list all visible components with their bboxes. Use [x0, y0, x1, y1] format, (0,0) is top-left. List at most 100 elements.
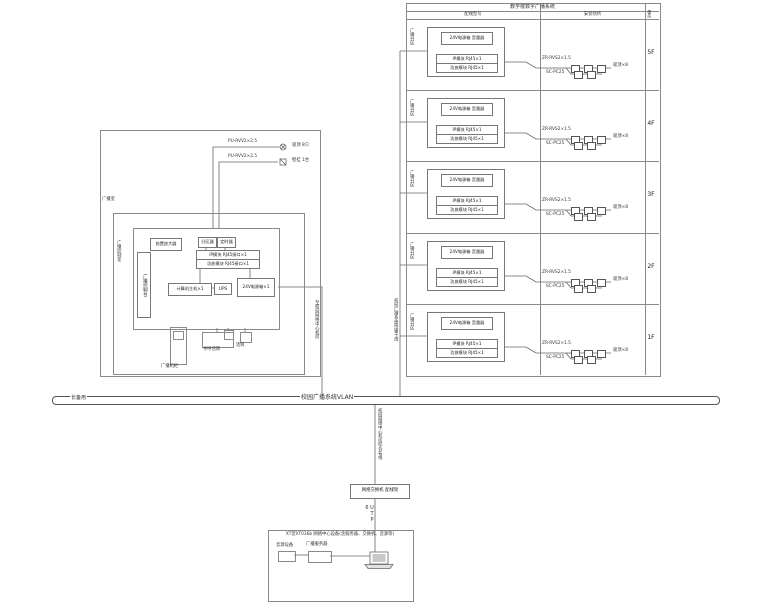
floor-section-2f: 广播分区 24V电源箱 音量器 IP模块 RJ45×1 功放模块 RJ45×1 …: [406, 233, 659, 304]
speaker-icon: [574, 71, 583, 79]
conduit-label: SC-PC25: [546, 141, 565, 146]
floor-device-box: 24V电源箱 音量器 IP模块 RJ45×1 功放模块 RJ45×1: [427, 241, 505, 291]
zone-label: 广播分区: [409, 313, 415, 331]
power-box: 24V电源箱 音量器: [441, 174, 493, 187]
floor-section-3f: 广播分区 24V电源箱 音量器 IP模块 RJ45×1 功放模块 RJ45×1 …: [406, 161, 659, 232]
power-box: 24V电源箱 音量器: [441, 317, 493, 330]
speaker-count-label: 吸顶×8: [613, 63, 628, 68]
speaker-icon: [597, 279, 606, 287]
floor-device-box: 24V电源箱 音量器 IP模块 RJ45×1 功放模块 RJ45×1: [427, 169, 505, 219]
section-divider: [406, 90, 659, 91]
speaker-icon: [597, 207, 606, 215]
zoner-box: 分区器: [198, 237, 217, 248]
left-to-bus-label: 至校园网络中心机房: [314, 300, 320, 339]
floor-label: 3F: [647, 191, 655, 198]
speaker-icon: [597, 65, 606, 73]
trunk-label: 校园广播系统传输干线: [393, 298, 399, 341]
paging-mic-icon: [202, 332, 234, 348]
broadcast-room-box: [113, 213, 305, 375]
cable-label: ZR-RVS2×1.5: [542, 341, 571, 346]
floor-device-box: 24V电源箱 音量器 IP模块 RJ45×1 功放模块 RJ45×1: [427, 98, 505, 148]
floor-label: 4F: [647, 120, 655, 127]
top-cable-label-1: PU-RVV2×2.5: [228, 139, 258, 144]
mic-label: 话筒: [236, 343, 245, 348]
conduit-label: SC-PC25: [546, 212, 565, 217]
section-divider: [406, 304, 659, 305]
cable-label: ZR-RVS2×1.5: [542, 127, 571, 132]
header-divider-2: [406, 19, 659, 20]
floor-device-box: 24V电源箱 音量器 IP模块 RJ45×1 功放模块 RJ45×1: [427, 312, 505, 362]
col-header-cable: 配线型号: [464, 12, 482, 17]
amp-module-box: 功放模块 RJ45×1: [436, 134, 498, 144]
table-title: 教学楼数字广播系统: [509, 4, 555, 10]
ups-box: UPS: [214, 283, 232, 295]
speaker-icon: [587, 213, 596, 221]
conduit-label: SC-PC25: [546, 70, 565, 75]
equipment-cluster-box: [133, 228, 280, 330]
speaker-icon: [597, 136, 606, 144]
audio-source-icon: [278, 551, 296, 562]
audio-source-label: 音源设备: [276, 543, 294, 548]
speaker-count-label: 吸顶×8: [613, 348, 628, 353]
paging-label: 寻呼话筒: [203, 347, 221, 352]
server-icon: [308, 551, 332, 563]
speaker-icon: [587, 285, 596, 293]
rack-label: 广播机柜: [161, 364, 179, 369]
speaker-count-label: 吸顶×8: [613, 134, 628, 139]
rack-icon: [170, 327, 187, 365]
speaker-icon: [574, 285, 583, 293]
zone-label: 广播分区: [409, 28, 415, 46]
conduit-label: SC-PC25: [546, 284, 565, 289]
power-box: 24V电源箱 音量器: [441, 103, 493, 116]
floor-section-4f: 广播分区 24V电源箱 音量器 IP模块 RJ45×1 功放模块 RJ45×1 …: [406, 90, 659, 161]
floor-label: 2F: [647, 263, 655, 270]
speaker-icon: [574, 142, 583, 150]
amp-module-box: 功放模块 RJ45接口×1: [196, 259, 260, 269]
power-box: 24V电源箱×1: [237, 278, 275, 297]
amp-module-box: 功放模块 RJ45×1: [436, 63, 498, 73]
wall-speaker-count: 壁挂 1台: [292, 158, 309, 163]
floor-section-1f: 广播分区 24V电源箱 音量器 IP模块 RJ45×1 功放模块 RJ45×1 …: [406, 304, 659, 375]
network-center-box: [268, 530, 414, 602]
header-divider-1: [406, 11, 659, 12]
network-center-title: XT型XT036b 网络中心设备(含服务器、交换机、音源等): [285, 532, 395, 537]
power-box: 24V电源箱 音量器: [441, 32, 493, 45]
zone-label: 广播分区: [409, 242, 415, 260]
conduit-label: SC-PC25: [546, 355, 565, 360]
server-label: 广播服务器: [306, 542, 328, 547]
col-header-place: 安装场所: [583, 12, 602, 17]
cable-label: ZR-RVS2×1.5: [542, 198, 571, 203]
section-divider: [406, 233, 659, 234]
amp-module-box: 功放模块 RJ45×1: [436, 277, 498, 287]
cable-label: ZR-RVS2×1.5: [542, 270, 571, 275]
control-room-outer-box: [100, 130, 321, 377]
floor-device-box: 24V电源箱 音量器 IP模块 RJ45×1 功放模块 RJ45×1: [427, 27, 505, 77]
room-label: 广播控制室: [116, 240, 122, 262]
speaker-count-label: 吸顶×8: [613, 205, 628, 210]
speaker-icon: [597, 350, 606, 358]
col-header-floor: 楼层: [647, 10, 653, 18]
ceiling-speaker-count: 吸顶 8只: [292, 143, 309, 148]
network-switch-box: 网络交换机 配线架: [350, 484, 410, 499]
floor-label: 1F: [647, 334, 655, 341]
rack-screen-icon: [173, 331, 184, 340]
amp-module-box: 功放模块 RJ45×1: [436, 348, 498, 358]
speaker-icon: [587, 356, 596, 364]
speaker-count-label: 吸顶×8: [613, 277, 628, 282]
utp-label: UTP 6: [364, 505, 375, 523]
area-label: 广播室: [102, 197, 115, 202]
speaker-icon: [587, 142, 596, 150]
bus-center-label: 校园广播系统VLAN: [300, 394, 355, 401]
vlan-bus: [52, 396, 720, 405]
speaker-icon: [574, 356, 583, 364]
mic-icon: [224, 330, 234, 340]
power-box: 24V电源箱 音量器: [441, 246, 493, 259]
table-divider-2: [645, 3, 646, 375]
table-divider-1: [540, 3, 541, 375]
timer-box: 定时器: [217, 237, 236, 248]
zone-label: 广播分区: [409, 99, 415, 117]
cable-label: ZR-RVS2×1.5: [542, 56, 571, 61]
speaker-icon: [574, 213, 583, 221]
